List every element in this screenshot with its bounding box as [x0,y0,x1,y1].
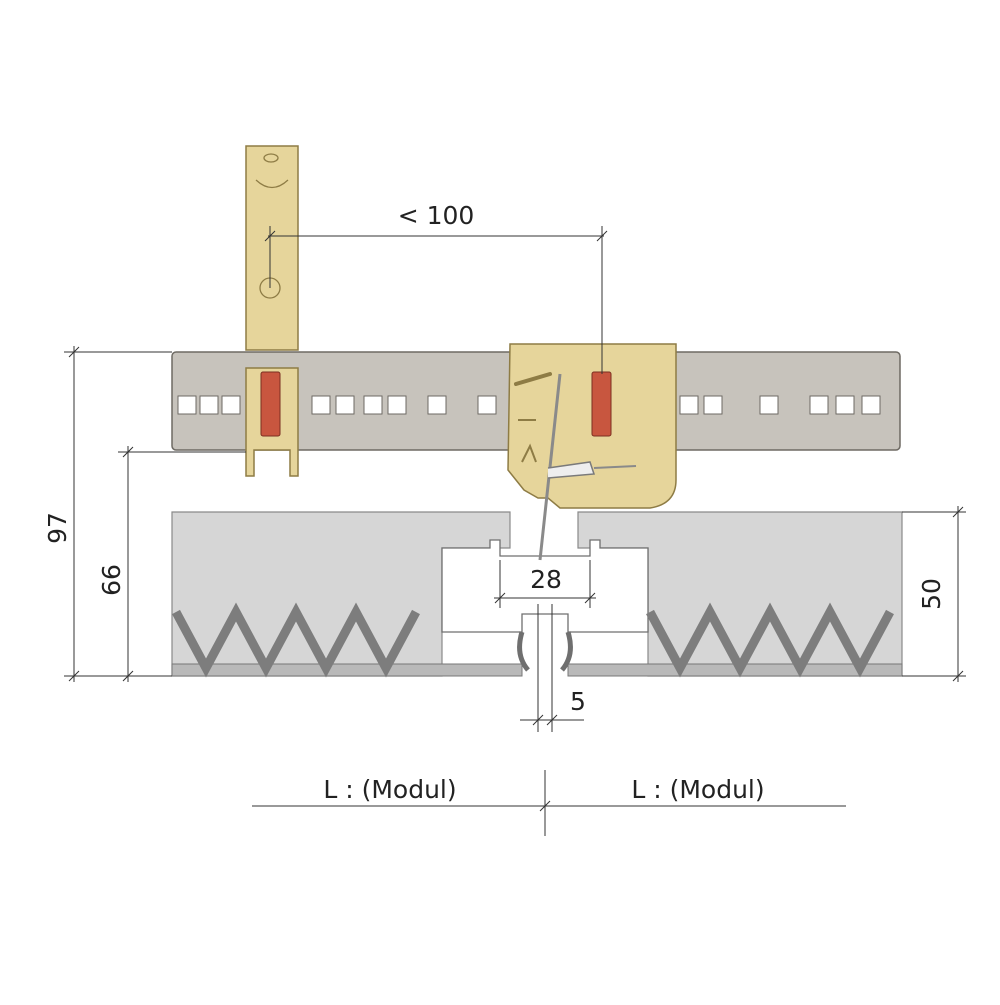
rail-slot [809,395,829,415]
module-right-label: L : (Modul) [631,775,764,804]
module-left-label: L : (Modul) [323,775,456,804]
rail-slot [177,395,197,415]
rail-slot [703,395,723,415]
expanded-metal-right [646,602,894,678]
dim-joint-gap-label: 5 [570,687,586,716]
dim-profile-width-label: 28 [530,565,562,594]
dim-carrier-height-label: 66 [97,564,126,596]
rail-slot [477,395,497,415]
rail-slot [199,395,219,415]
cassette-profile [441,539,649,672]
rail-slot [363,395,383,415]
dim-panel-height-label: 50 [917,578,946,610]
rail-slot [679,395,699,415]
rail-slot [427,395,447,415]
hanger-clip [260,371,281,437]
expanded-metal-left [172,602,420,678]
dim-hanger-spacing-label: < 100 [398,201,475,230]
rail-slot [221,395,241,415]
module-dimensions: L : (Modul) L : (Modul) [252,770,846,836]
dim-total-height-label: 97 [43,512,72,544]
dim-panel-height: 50 [902,506,966,682]
rail-slot [335,395,355,415]
panel-left-bottom-strip [171,663,523,677]
rail-slot [759,395,779,415]
connector-bracket [507,343,677,561]
dim-carrier-height: 66 [97,446,246,682]
dim-profile-width: 28 [494,560,596,608]
rail-slot [387,395,407,415]
dim-total-height: 97 [43,346,172,682]
dim-hanger-spacing: < 100 [264,201,608,374]
hanger-rod [245,145,299,477]
rail-slot [311,395,331,415]
rail-slot [835,395,855,415]
dim-joint-gap: 5 [520,604,586,732]
rail-slot [861,395,881,415]
rail-slots [177,395,881,415]
connector-clip [591,371,612,437]
